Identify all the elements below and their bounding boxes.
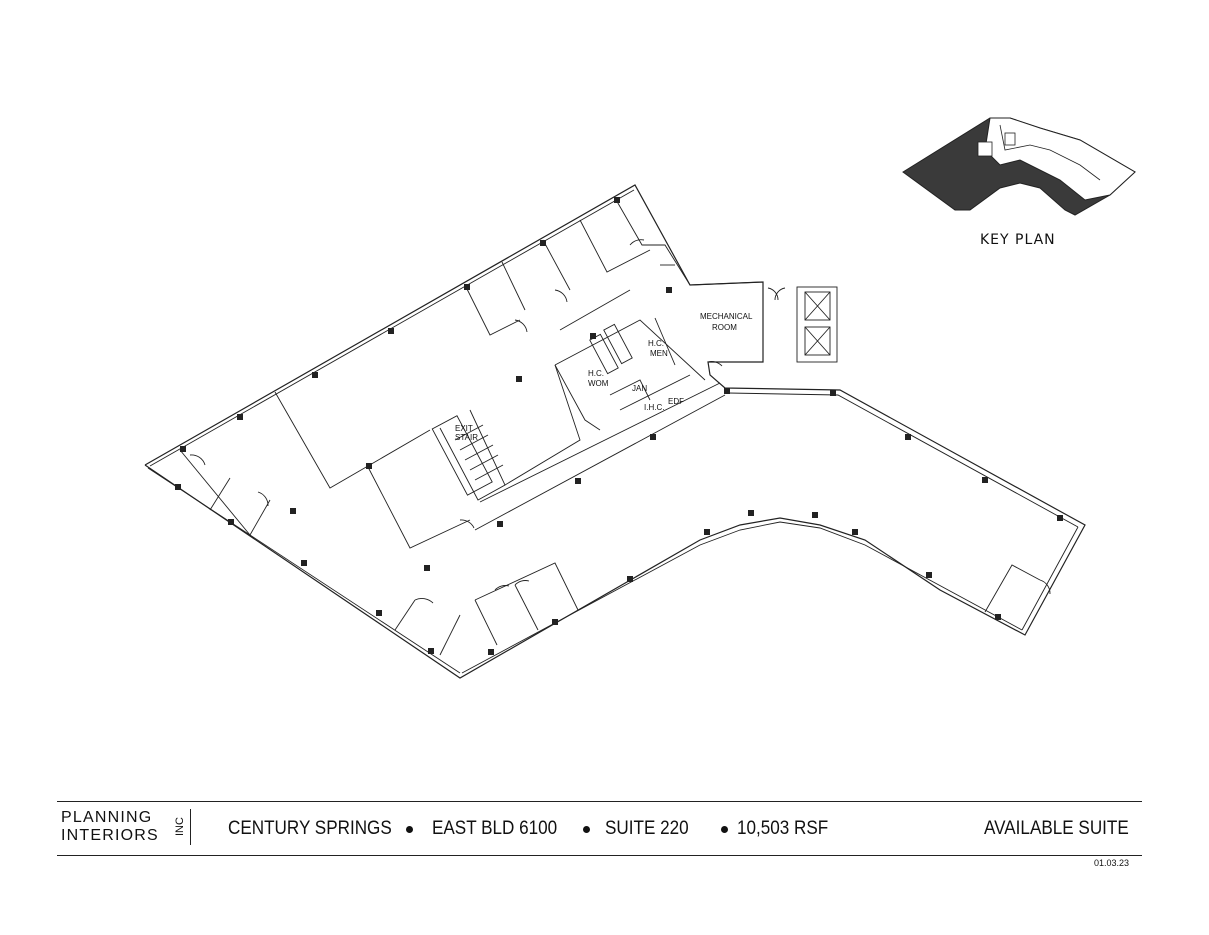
suite-number: SUITE 220: [605, 818, 689, 839]
door-swings: [189, 239, 1051, 604]
bullet-3: [721, 826, 728, 833]
project-name: CENTURY SPRINGS: [228, 818, 392, 839]
bullet-2: [583, 826, 590, 833]
jan-label: JAN: [632, 384, 647, 393]
mechanical-room-label-2: ROOM: [712, 323, 737, 332]
mechanical-room-label: MECHANICAL: [700, 312, 753, 321]
hc-men-label: H.C.: [648, 339, 664, 348]
logo-inc: INC: [174, 809, 191, 845]
columns: [175, 197, 1063, 655]
logo-line-2: INTERIORS: [61, 827, 159, 844]
hc-men-label-2: MEN: [650, 349, 668, 358]
availability-status: AVAILABLE SUITE: [984, 818, 1129, 839]
logo-line-1: PLANNING: [61, 809, 153, 826]
hc-wom-label-2: WOM: [588, 379, 609, 388]
suite-area: 10,503 RSF: [737, 818, 829, 839]
building-name: EAST BLD 6100: [432, 818, 558, 839]
exit-stair-label: EXIT: [455, 424, 473, 433]
ihc-label: I.H.C.: [644, 403, 664, 412]
key-plan-diagram: [902, 117, 1136, 216]
exit-stair-label-2: STAIR: [455, 433, 478, 442]
planning-interiors-logo: PLANNING INTERIORS INC: [61, 809, 191, 845]
footer-divider-bottom: [57, 855, 1142, 856]
suite-outline: [144, 184, 1086, 679]
interior-walls: [179, 197, 1041, 656]
hc-wom-label: H.C.: [588, 369, 604, 378]
room-labels: MECHANICAL ROOM H.C. MEN H.C. WOM JAN I.…: [455, 312, 753, 442]
drawing-date: 01.03.23: [1094, 858, 1130, 868]
elevator-core: [796, 286, 838, 363]
edf-label: EDF: [668, 397, 684, 406]
bullet-1: [406, 826, 413, 833]
key-plan-label: KEY PLAN: [980, 232, 1056, 248]
footer-divider-top: [57, 801, 1142, 802]
